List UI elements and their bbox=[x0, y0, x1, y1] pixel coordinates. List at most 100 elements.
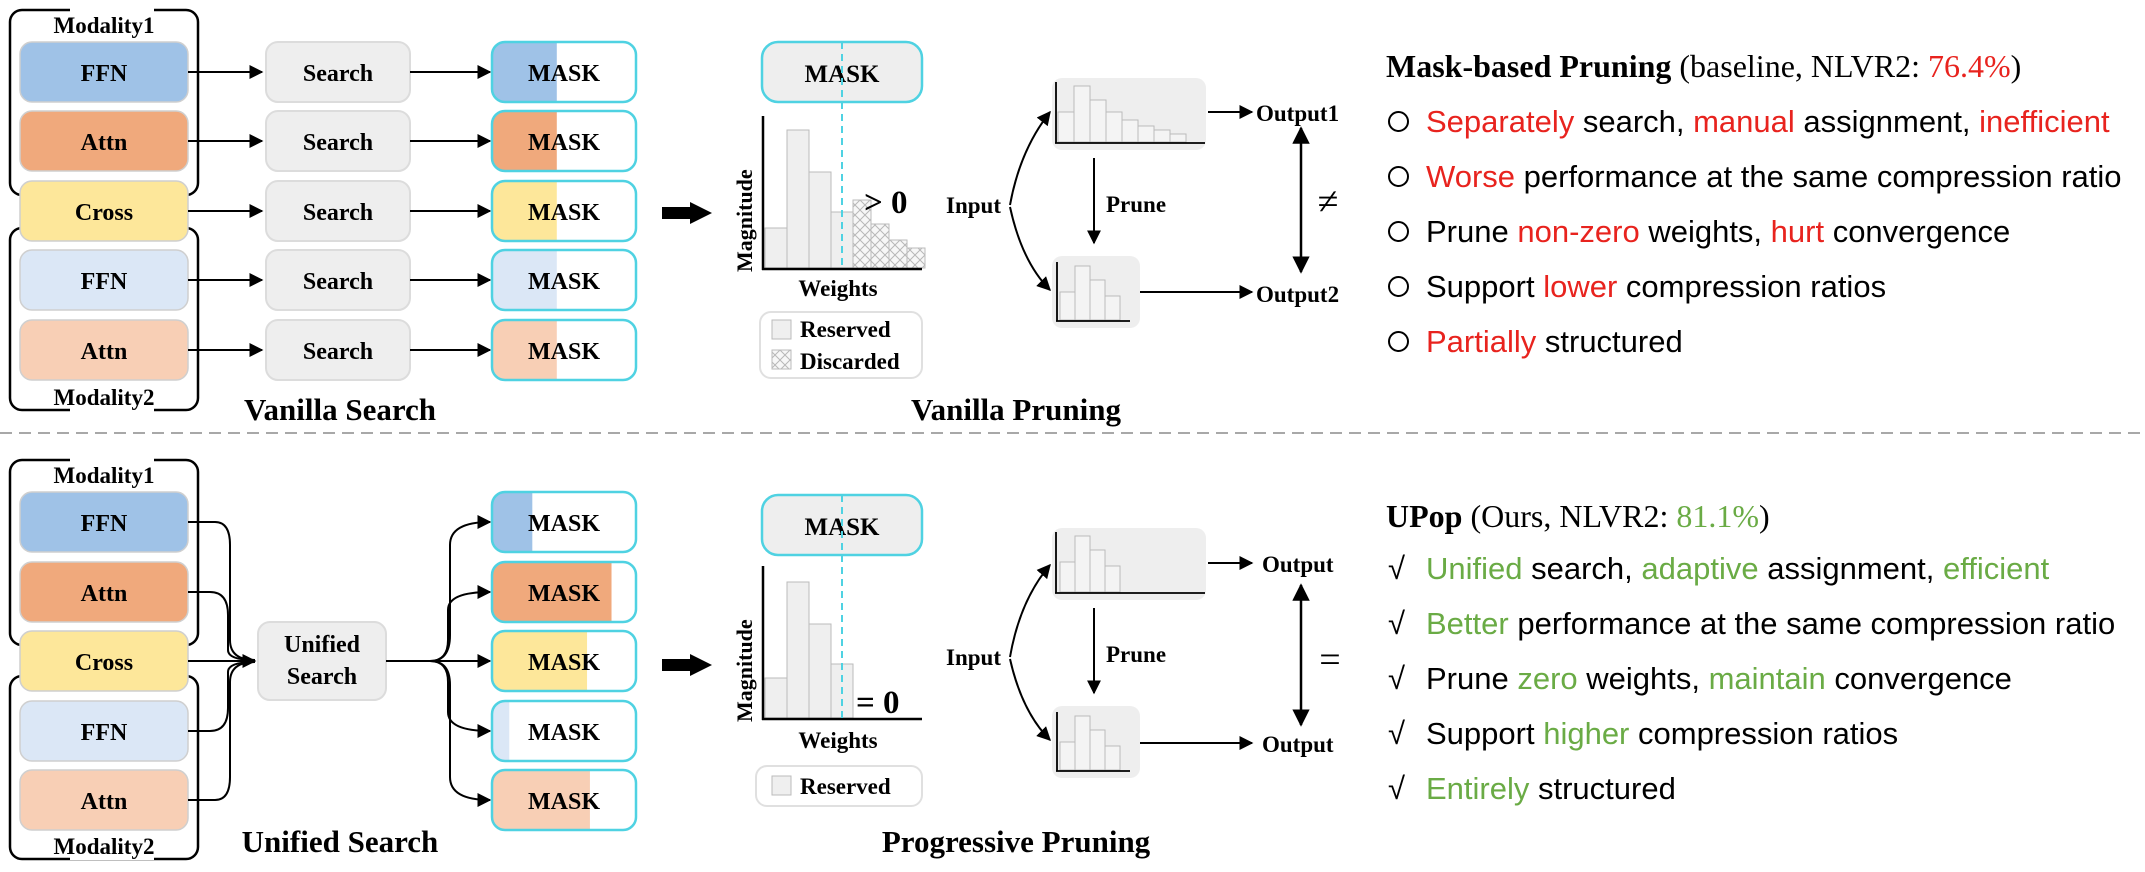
mask-box: MASK bbox=[490, 40, 638, 104]
block-cross: Cross bbox=[19, 630, 189, 692]
not-equal-sign: ≠ bbox=[1318, 181, 1339, 223]
upop-heading: UPop (Ours, NLVR2: 81.1%) bbox=[1386, 498, 1770, 535]
discarded-bar bbox=[906, 247, 926, 269]
vanilla-xlabel: Weights bbox=[798, 276, 877, 301]
output-top-label: Output bbox=[1262, 552, 1334, 577]
highlight-text: non-zero bbox=[1517, 213, 1640, 249]
item-text: weights, bbox=[1639, 213, 1771, 249]
mask-label: MASK bbox=[528, 789, 600, 815]
output-bottom-label: Output bbox=[1262, 732, 1334, 757]
baseline-item: Worse performance at the same compressio… bbox=[1388, 149, 2122, 204]
histogram-bar bbox=[764, 677, 788, 719]
progressive-legend: Reserved bbox=[755, 765, 923, 807]
histogram-bar bbox=[786, 581, 810, 719]
histogram-bar bbox=[786, 129, 810, 269]
equal-sign: = bbox=[1319, 639, 1340, 681]
mask-label: MASK bbox=[528, 511, 600, 537]
upop-title-close: ) bbox=[1759, 498, 1770, 534]
upop-title-rest: (Ours, NLVR2: bbox=[1462, 498, 1677, 534]
search-label: Search bbox=[303, 269, 373, 295]
block-label: FFN bbox=[81, 269, 128, 295]
baseline-title-rest: (baseline, NLVR2: bbox=[1671, 48, 1928, 84]
mask-fill bbox=[492, 770, 590, 830]
block-label: FFN bbox=[81, 61, 128, 87]
upop-item: √Support higher compression ratios bbox=[1388, 706, 2115, 761]
search-box: Search bbox=[265, 180, 411, 242]
unified-search-line1: Unified bbox=[284, 632, 361, 658]
mask-fill bbox=[492, 492, 533, 552]
baseline-item: Partially structured bbox=[1388, 314, 2122, 369]
baseline-item: Support lower compression ratios bbox=[1388, 259, 2122, 314]
discarded-swatch bbox=[771, 349, 792, 370]
block-label: FFN bbox=[81, 720, 128, 746]
upop-title-bold: UPop bbox=[1386, 498, 1463, 534]
item-text: performance at the same compression rati… bbox=[1515, 158, 2122, 194]
vanilla-pruning-panel: MASK Magnitude Weights > 0 Reserved Disc… bbox=[732, 40, 1339, 427]
item-text: compression ratios bbox=[1629, 715, 1899, 751]
highlight-text: zero bbox=[1517, 660, 1578, 696]
highlight-text: Better bbox=[1426, 605, 1509, 641]
vanilla-input-label: Input bbox=[946, 193, 1001, 218]
block-cross: Cross bbox=[19, 180, 189, 242]
search-box: Search bbox=[265, 110, 411, 172]
block-ffn: FFN bbox=[19, 700, 189, 762]
highlight-text: Partially bbox=[1426, 323, 1537, 359]
highlight-text: Unified bbox=[1426, 550, 1523, 586]
item-text: structured bbox=[1536, 323, 1683, 359]
reserved-swatch bbox=[771, 319, 792, 340]
baseline-item: Prune non-zero weights, hurt convergence bbox=[1388, 204, 2122, 259]
mask-box: MASK bbox=[490, 629, 638, 693]
upop-list: √Unified search, adaptive assignment, ef… bbox=[1388, 541, 2115, 816]
block-attn: Attn bbox=[19, 561, 189, 623]
block-label: Attn bbox=[81, 130, 128, 156]
item-text: convergence bbox=[1825, 660, 2012, 696]
highlight-text: maintain bbox=[1708, 660, 1826, 696]
block-label: Attn bbox=[81, 339, 128, 365]
progressive-pruning-title: Progressive Pruning bbox=[882, 824, 1151, 859]
search-box: Search bbox=[265, 319, 411, 381]
circle-bullet-icon bbox=[1388, 104, 1426, 140]
progressive-xlabel: Weights bbox=[798, 728, 877, 753]
block-ffn: FFN bbox=[19, 41, 189, 103]
upop-item: √Better performance at the same compress… bbox=[1388, 596, 2115, 651]
search-label: Search bbox=[303, 200, 373, 226]
mask-fill bbox=[492, 111, 557, 171]
check-icon: √ bbox=[1388, 550, 1406, 586]
mask-label: MASK bbox=[528, 130, 600, 156]
progressive-annotation: = 0 bbox=[856, 685, 900, 721]
legend-reserved: Reserved bbox=[800, 317, 891, 342]
mask-box: MASK bbox=[490, 109, 638, 173]
item-text: search, bbox=[1522, 550, 1642, 586]
mask-label: MASK bbox=[528, 339, 600, 365]
vanilla-search-title: Vanilla Search bbox=[244, 392, 436, 427]
highlight-text: hurt bbox=[1770, 213, 1825, 249]
unified-search-title: Unified Search bbox=[242, 824, 439, 859]
block-attn: Attn bbox=[19, 319, 189, 381]
modality1-label: Modality1 bbox=[54, 13, 155, 38]
vanilla-pruning-title: Vanilla Pruning bbox=[911, 392, 1121, 427]
item-text: Prune bbox=[1426, 660, 1518, 696]
highlight-text: efficient bbox=[1942, 550, 2050, 586]
modality2-label: Modality2 bbox=[54, 834, 155, 859]
mask-label: MASK bbox=[528, 650, 600, 676]
search-box: Search bbox=[265, 249, 411, 311]
mask-box: MASK bbox=[490, 768, 638, 832]
vanilla-search-panel: Modality1 Modality2 FFNAttnCrossFFNAttn … bbox=[8, 8, 638, 427]
block-label: Cross bbox=[75, 200, 133, 226]
search-box: Search bbox=[265, 41, 411, 103]
block-ffn: FFN bbox=[19, 491, 189, 553]
item-text: weights, bbox=[1577, 660, 1709, 696]
mask-fill bbox=[492, 42, 557, 102]
upop-item: √Entirely structured bbox=[1388, 761, 2115, 816]
upop-title-value: 81.1% bbox=[1676, 498, 1760, 534]
reserved-swatch bbox=[771, 775, 792, 796]
item-text: performance at the same compression rati… bbox=[1508, 605, 2116, 641]
mask-box: MASK bbox=[490, 248, 638, 312]
block-attn: Attn bbox=[19, 110, 189, 172]
block-attn: Attn bbox=[19, 769, 189, 831]
block-ffn: FFN bbox=[19, 249, 189, 311]
mask-fill bbox=[492, 631, 588, 691]
unified-search-panel: Modality1 Modality2 FFNAttnCrossFFNAttn … bbox=[8, 458, 638, 861]
item-text: assignment, bbox=[1794, 103, 1980, 139]
legend-discarded: Discarded bbox=[800, 349, 900, 374]
